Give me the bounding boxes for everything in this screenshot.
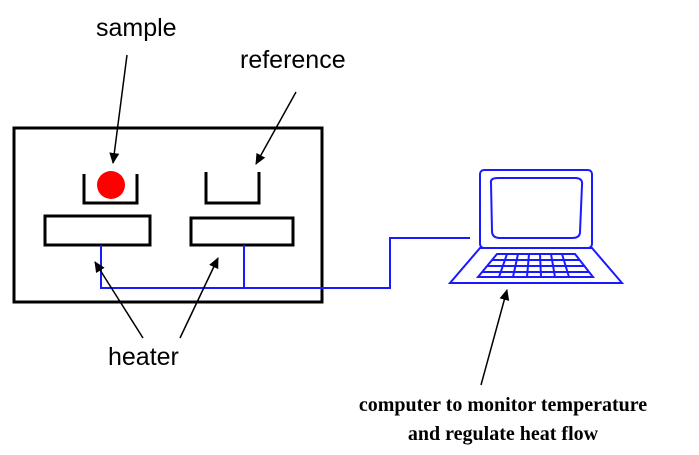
sample-pan (82, 174, 139, 205)
computer-label-line2: and regulate heat flow (407, 423, 599, 445)
sample-dot (97, 171, 125, 199)
laptop-icon (447, 169, 625, 284)
computer-arrow (480, 289, 510, 386)
reference-heater (189, 216, 295, 247)
computer-label-line1: computer to monitor temperature (358, 394, 648, 416)
heater-wiring (100, 237, 470, 289)
reference-label: reference (240, 46, 346, 74)
instrument-enclosure (12, 126, 324, 304)
heater-arrow-left (94, 261, 144, 339)
sample-label: sample (96, 14, 177, 42)
sample-heater (43, 214, 152, 247)
reference-pan (204, 172, 261, 205)
heater-label: heater (108, 343, 179, 371)
heater-arrow-right (179, 257, 219, 339)
reference-arrow (255, 91, 297, 165)
sample-arrow (109, 54, 128, 164)
